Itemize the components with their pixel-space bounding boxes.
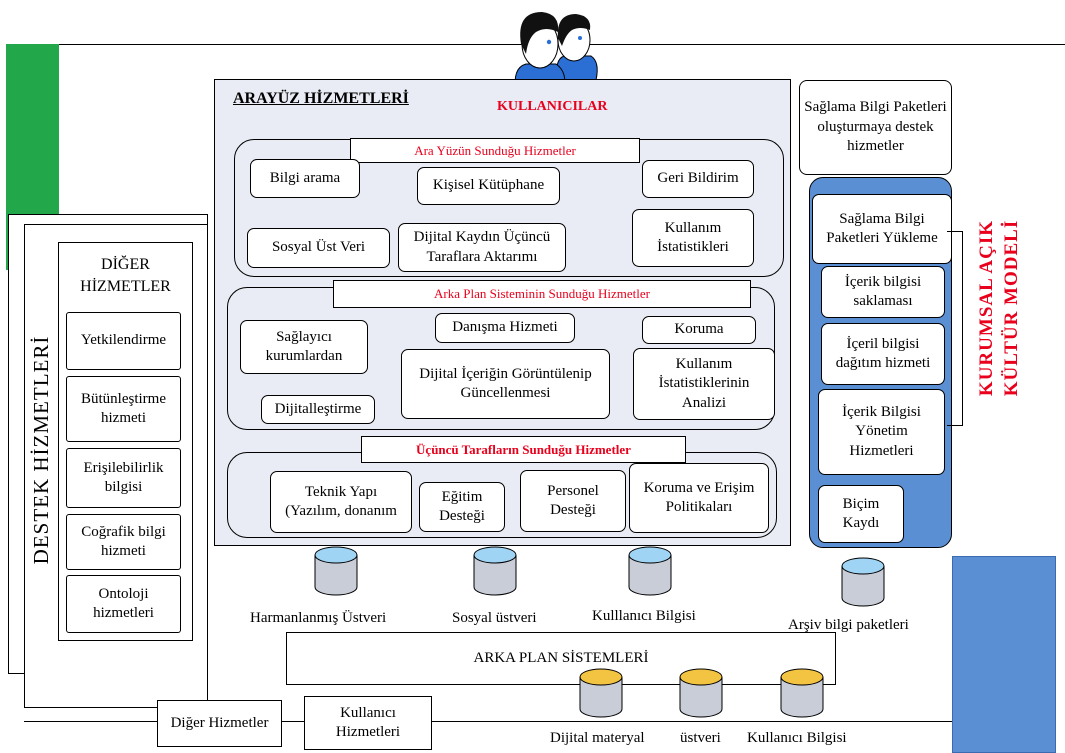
database-label: Harmanlanmış Üstveri bbox=[250, 610, 387, 626]
service-usage-analysis[interactable]: Kullanım İstatistiklerinin Analizi bbox=[633, 348, 775, 420]
model-bracket bbox=[962, 231, 963, 426]
backend-systems-box bbox=[286, 632, 836, 685]
service-staff-support[interactable]: Personel Desteği bbox=[520, 470, 626, 532]
service-content-view-update[interactable]: Dijital İçeriğin Görüntülenip Güncellenm… bbox=[401, 349, 610, 419]
database-icon bbox=[841, 557, 885, 607]
archive-item-ingest[interactable]: Sağlama Bilgi Paketleri Yükleme bbox=[812, 194, 952, 264]
service-training-support[interactable]: Eğitim Desteği bbox=[419, 482, 505, 532]
user-services-button[interactable]: Kullanıcı Hizmetleri bbox=[304, 696, 432, 750]
other-services-title: DİĞER HİZMETLER bbox=[80, 256, 171, 296]
archive-item-format-registry[interactable]: Biçim Kaydı bbox=[818, 485, 904, 543]
database-icon bbox=[628, 546, 672, 596]
model-bracket bbox=[947, 231, 963, 232]
third-party-group-header: Üçüncü Tarafların Sunduğu Hizmetler bbox=[361, 436, 686, 463]
support-item-authorization[interactable]: Yetkilendirme bbox=[66, 312, 181, 370]
backend-db-label: üstveri bbox=[680, 730, 721, 746]
service-feedback[interactable]: Geri Bildirim bbox=[642, 160, 754, 198]
service-technical-infrastructure[interactable]: Teknik Yapı (Yazılım, donanım bbox=[270, 471, 412, 533]
database-icon bbox=[473, 546, 517, 596]
right-blue-block bbox=[952, 556, 1056, 753]
backend-db-label: Kullanıcı Bilgisi bbox=[747, 730, 847, 746]
database-icon bbox=[579, 668, 623, 718]
service-digitization[interactable]: Dijitalleştirme bbox=[261, 395, 375, 424]
users-label: KULLANICILAR bbox=[497, 99, 608, 114]
support-title: DESTEK HİZMETLERİ bbox=[29, 335, 53, 565]
model-title-line1: KURUMSAL AÇIK bbox=[976, 219, 997, 397]
archive-top-box[interactable]: Sağlama Bilgi Paketleri oluşturmaya dest… bbox=[799, 80, 952, 175]
service-preservation[interactable]: Koruma bbox=[642, 316, 756, 344]
interface-group-header: Ara Yüzün Sunduğu Hizmetler bbox=[350, 138, 640, 163]
service-social-metadata[interactable]: Sosyal Üst Veri bbox=[247, 228, 390, 268]
bottom-connector-line bbox=[24, 721, 157, 722]
database-label: Arşiv bilgi paketleri bbox=[788, 617, 909, 633]
support-item-integration[interactable]: Bütünleştirme hizmeti bbox=[66, 376, 181, 442]
database-icon bbox=[314, 546, 358, 596]
service-provider-institutions[interactable]: Sağlayıcı kurumlardan bbox=[240, 320, 368, 374]
support-item-ontology[interactable]: Ontoloji hizmetleri bbox=[66, 575, 181, 633]
interface-title: ARAYÜZ HİZMETLERİ bbox=[233, 90, 409, 107]
database-icon bbox=[679, 668, 723, 718]
service-usage-statistics[interactable]: Kullanım İstatistikleri bbox=[632, 209, 754, 267]
support-item-geographic[interactable]: Coğrafik bilgi hizmeti bbox=[66, 514, 181, 570]
archive-item-distribution[interactable]: İçeril bilgisi dağıtım hizmeti bbox=[821, 323, 945, 385]
service-personal-library[interactable]: Kişisel Kütüphane bbox=[417, 167, 560, 205]
model-title-line2: KÜLTÜR MODELİ bbox=[1001, 219, 1022, 397]
bottom-connector-line bbox=[282, 721, 304, 722]
service-access-policies[interactable]: Koruma ve Erişim Politikaları bbox=[629, 463, 769, 533]
database-label: Sosyal üstveri bbox=[452, 610, 537, 626]
model-bracket bbox=[947, 425, 963, 426]
backend-group-header: Arka Plan Sisteminin Sunduğu Hizmetler bbox=[333, 280, 751, 308]
archive-item-storage[interactable]: İçerik bilgisi saklaması bbox=[821, 266, 945, 318]
support-item-accessibility[interactable]: Erişilebilirlik bilgisi bbox=[66, 448, 181, 508]
service-consultation[interactable]: Danışma Hizmeti bbox=[435, 313, 575, 343]
backend-systems-title: ARKA PLAN SİSTEMLERİ bbox=[473, 650, 649, 666]
other-services-button[interactable]: Diğer Hizmetler bbox=[157, 700, 282, 747]
database-icon bbox=[780, 668, 824, 718]
service-record-transfer[interactable]: Dijital Kaydın Üçüncü Taraflara Aktarımı bbox=[398, 223, 566, 272]
backend-db-label: Dijital materyal bbox=[550, 730, 645, 746]
service-info-search[interactable]: Bilgi arama bbox=[250, 159, 360, 198]
bottom-connector-line bbox=[432, 721, 952, 722]
archive-item-management[interactable]: İçerik Bilgisi Yönetim Hizmetleri bbox=[818, 389, 945, 475]
database-label: Kulllanıcı Bilgisi bbox=[592, 608, 696, 624]
